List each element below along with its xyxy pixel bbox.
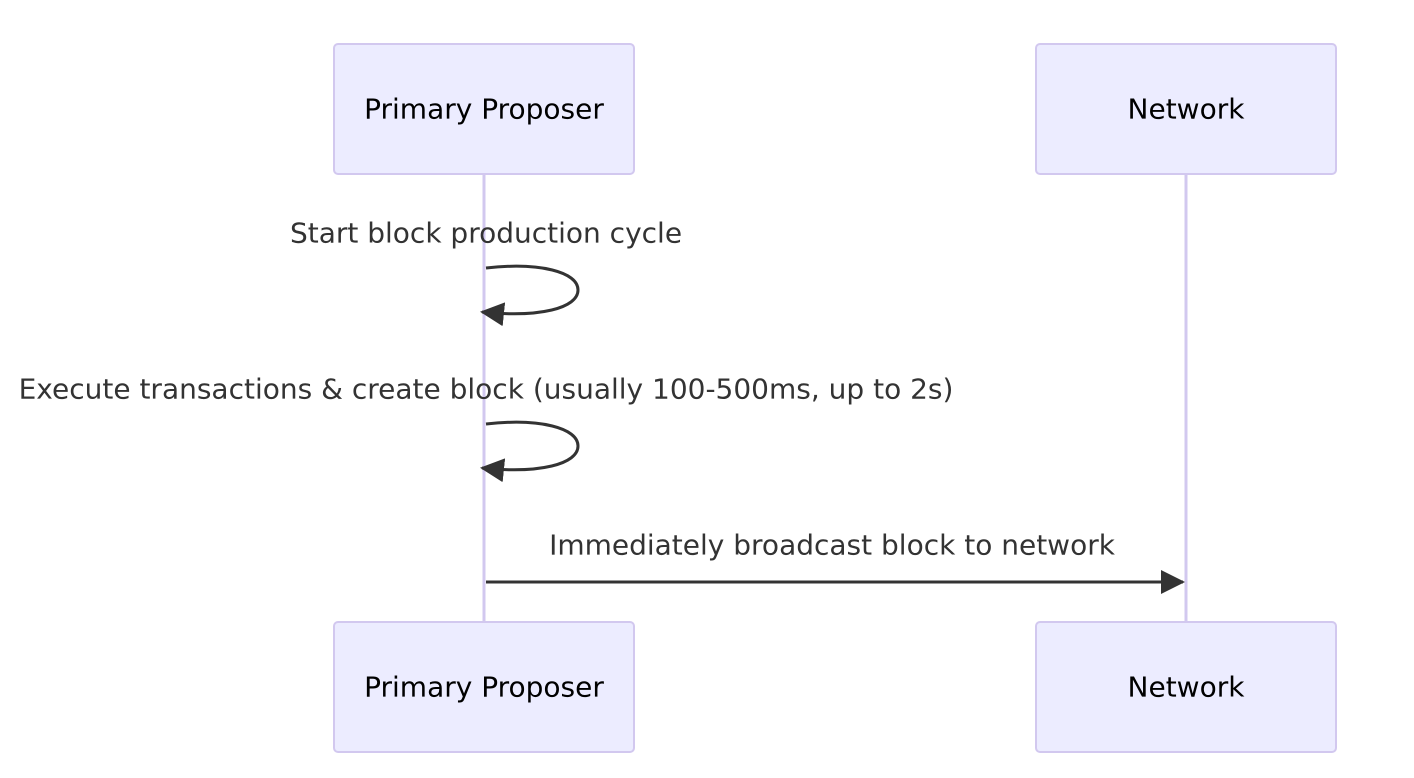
actor-primary-proposer-bottom: Primary Proposer [333, 621, 635, 753]
actor-label-network-top: Network [1128, 93, 1246, 126]
self-arrow-execute-transactions [480, 420, 580, 483]
message-label-execute-transactions: Execute transactions & create block (usu… [19, 373, 954, 406]
message-label-broadcast-block: Immediately broadcast block to network [549, 529, 1116, 562]
actor-network-bottom: Network [1035, 621, 1337, 753]
message-label-start-block-production: Start block production cycle [290, 217, 682, 250]
actor-network-top: Network [1035, 43, 1337, 175]
message-execute-transactions: Execute transactions & create block (usu… [19, 373, 954, 483]
message-broadcast-block: Immediately broadcast block to network [486, 529, 1185, 594]
actor-label-primary-proposer-top: Primary Proposer [364, 93, 604, 126]
self-arrow-start-block-production [480, 264, 580, 327]
message-start-block-production: Start block production cycle [290, 217, 682, 327]
actor-label-primary-proposer-bottom: Primary Proposer [364, 671, 604, 704]
actor-primary-proposer-top: Primary Proposer [333, 43, 635, 175]
actor-label-network-bottom: Network [1128, 671, 1246, 704]
